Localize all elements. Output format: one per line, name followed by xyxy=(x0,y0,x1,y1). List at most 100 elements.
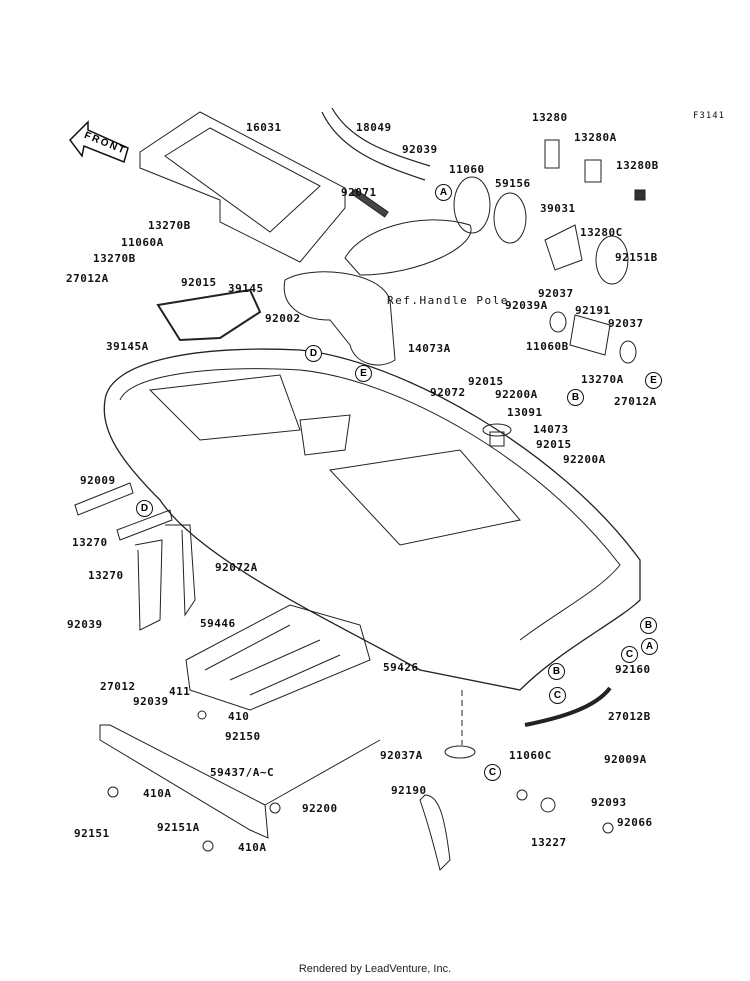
callout-b: B xyxy=(548,663,565,680)
ring-13280c xyxy=(595,235,629,285)
duct xyxy=(283,271,396,366)
part-label-92039a[interactable]: 92039A xyxy=(505,299,548,312)
part-label-13270a[interactable]: 13270A xyxy=(581,373,624,386)
part-label-92037[interactable]: 92037 xyxy=(608,317,644,330)
part-label-410[interactable]: 410 xyxy=(228,710,250,723)
part-label-59446[interactable]: 59446 xyxy=(200,617,236,630)
part-label-14073[interactable]: 14073 xyxy=(533,423,569,436)
part-label-92151a[interactable]: 92151A xyxy=(157,821,200,834)
part-label-92039[interactable]: 92039 xyxy=(133,695,169,708)
part-label-13270b[interactable]: 13270B xyxy=(93,252,136,265)
part-label-39145a[interactable]: 39145A xyxy=(106,340,149,353)
part-label-92160[interactable]: 92160 xyxy=(615,663,651,676)
part-label-13280[interactable]: 13280 xyxy=(532,111,568,124)
part-label-92150[interactable]: 92150 xyxy=(225,730,261,743)
reference-note: Ref.Handle Pole xyxy=(387,294,509,307)
footer-credit: Rendered by LeadVenture, Inc. xyxy=(298,963,452,975)
part-label-27012b[interactable]: 27012B xyxy=(608,710,651,723)
part-label-411[interactable]: 411 xyxy=(169,685,191,698)
part-label-92200a[interactable]: 92200A xyxy=(495,388,538,401)
part-label-11060[interactable]: 11060 xyxy=(449,163,485,176)
part-label-92151[interactable]: 92151 xyxy=(74,827,110,840)
ride-plate xyxy=(99,724,269,839)
part-label-92002[interactable]: 92002 xyxy=(265,312,301,325)
diagram-code: F3141 xyxy=(693,111,726,121)
nozzle-59156 xyxy=(493,192,527,244)
cap-14073 xyxy=(482,423,512,437)
callout-c: C xyxy=(549,687,566,704)
part-label-11060a[interactable]: 11060A xyxy=(121,236,164,249)
clamp-13280a xyxy=(584,159,602,183)
hose-92191 xyxy=(569,314,611,356)
part-label-13227[interactable]: 13227 xyxy=(531,836,567,849)
part-label-92037a[interactable]: 92037A xyxy=(380,749,423,762)
callout-a: A xyxy=(641,638,658,655)
part-label-59437ac[interactable]: 59437/A~C xyxy=(210,766,275,779)
part-label-92071[interactable]: 92071 xyxy=(341,186,377,199)
part-label-410a[interactable]: 410A xyxy=(238,841,267,854)
strap xyxy=(134,539,163,631)
clamp-13280 xyxy=(544,139,560,169)
part-label-92037[interactable]: 92037 xyxy=(538,287,574,300)
part-label-92015[interactable]: 92015 xyxy=(468,375,504,388)
callout-e: E xyxy=(355,365,372,382)
callout-c: C xyxy=(621,646,638,663)
cover-39031 xyxy=(544,224,583,271)
part-label-92200a[interactable]: 92200A xyxy=(563,453,606,466)
part-label-92190[interactable]: 92190 xyxy=(391,784,427,797)
part-label-27012a[interactable]: 27012A xyxy=(614,395,657,408)
handle-pole-base xyxy=(344,219,472,276)
part-label-39145[interactable]: 39145 xyxy=(228,282,264,295)
part-label-92015[interactable]: 92015 xyxy=(181,276,217,289)
part-label-39031[interactable]: 39031 xyxy=(540,202,576,215)
part-label-92072[interactable]: 92072 xyxy=(430,386,466,399)
callout-d: D xyxy=(305,345,322,362)
part-label-92015[interactable]: 92015 xyxy=(536,438,572,451)
part-label-59426[interactable]: 59426 xyxy=(383,661,419,674)
part-label-92072a[interactable]: 92072A xyxy=(215,561,258,574)
part-label-14073a[interactable]: 14073A xyxy=(408,342,451,355)
part-label-13280c[interactable]: 13280C xyxy=(580,226,623,239)
part-label-410a[interactable]: 410A xyxy=(143,787,172,800)
seal xyxy=(156,288,262,342)
callout-b: B xyxy=(640,617,657,634)
part-label-92009a[interactable]: 92009A xyxy=(604,753,647,766)
part-label-13270[interactable]: 13270 xyxy=(88,569,124,582)
grab-handle xyxy=(524,686,612,727)
gasket-11060 xyxy=(453,176,491,234)
part-label-92066[interactable]: 92066 xyxy=(617,816,653,829)
callout-a: A xyxy=(435,184,452,201)
part-label-92039[interactable]: 92039 xyxy=(67,618,103,631)
part-label-27012[interactable]: 27012 xyxy=(100,680,136,693)
part-label-59156[interactable]: 59156 xyxy=(495,177,531,190)
intake-grate xyxy=(185,604,371,711)
hose xyxy=(321,107,431,181)
callout-e: E xyxy=(645,372,662,389)
hose-92190 xyxy=(419,794,451,871)
strap-92072a xyxy=(165,524,196,617)
part-label-11060c[interactable]: 11060C xyxy=(509,749,552,762)
part-label-11060b[interactable]: 11060B xyxy=(526,340,569,353)
part-label-92151b[interactable]: 92151B xyxy=(615,251,658,264)
hull xyxy=(103,348,641,691)
part-label-92093[interactable]: 92093 xyxy=(591,796,627,809)
part-label-92191[interactable]: 92191 xyxy=(575,304,611,317)
callout-d: D xyxy=(136,500,153,517)
part-label-13270b[interactable]: 13270B xyxy=(148,219,191,232)
storage-tray xyxy=(139,111,346,263)
part-label-18049[interactable]: 18049 xyxy=(356,121,392,134)
callout-c: C xyxy=(484,764,501,781)
part-label-16031[interactable]: 16031 xyxy=(246,121,282,134)
part-label-13280a[interactable]: 13280A xyxy=(574,131,617,144)
front-arrow-icon xyxy=(69,120,129,164)
part-label-92009[interactable]: 92009 xyxy=(80,474,116,487)
part-label-13270[interactable]: 13270 xyxy=(72,536,108,549)
clip-13280b xyxy=(634,189,646,201)
part-label-92039[interactable]: 92039 xyxy=(402,143,438,156)
part-label-13280b[interactable]: 13280B xyxy=(616,159,659,172)
part-label-92200[interactable]: 92200 xyxy=(302,802,338,815)
part-label-13091[interactable]: 13091 xyxy=(507,406,543,419)
part-label-27012a[interactable]: 27012A xyxy=(66,272,109,285)
